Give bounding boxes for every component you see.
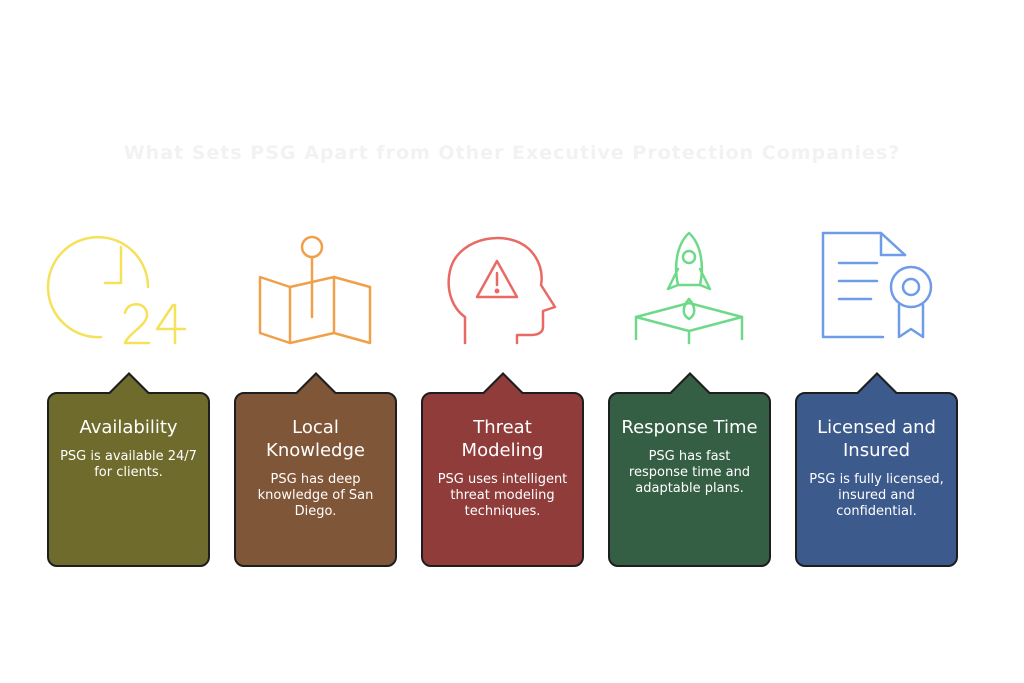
card-threat-modeling: Threat Modeling PSG uses intelligent thr… bbox=[421, 392, 584, 567]
card-availability: Availability PSG is available 24/7 for c… bbox=[47, 392, 210, 567]
card-text: PSG is available 24/7 for clients. bbox=[60, 449, 197, 480]
card-text: PSG uses intelligent threat modeling tec… bbox=[437, 472, 568, 519]
card-response-time: Response Time PSG has fast response time… bbox=[608, 392, 771, 567]
clock-24-icon bbox=[46, 225, 193, 350]
rocket-launch-icon bbox=[624, 225, 754, 350]
card-text: PSG is fully licensed, insured and confi… bbox=[809, 472, 944, 519]
card-text: PSG has fast response time and adaptable… bbox=[628, 449, 751, 496]
certificate-icon bbox=[811, 225, 941, 350]
card-title: Local Knowledge bbox=[266, 417, 365, 461]
card-title: Response Time bbox=[621, 417, 758, 438]
card-licensed-insured: Licensed and Insured PSG is fully licens… bbox=[795, 392, 958, 567]
map-pin-icon bbox=[250, 225, 380, 350]
card-title: Threat Modeling bbox=[461, 417, 544, 461]
card-text: PSG has deep knowledge of San Diego. bbox=[257, 472, 374, 519]
card-title: Availability bbox=[79, 417, 178, 438]
card-local-knowledge: Local Knowledge PSG has deep knowledge o… bbox=[234, 392, 397, 567]
diagram-title: What Sets PSG Apart from Other Executive… bbox=[123, 142, 901, 164]
head-warning-icon bbox=[437, 225, 567, 350]
card-title: Licensed and Insured bbox=[817, 417, 936, 461]
